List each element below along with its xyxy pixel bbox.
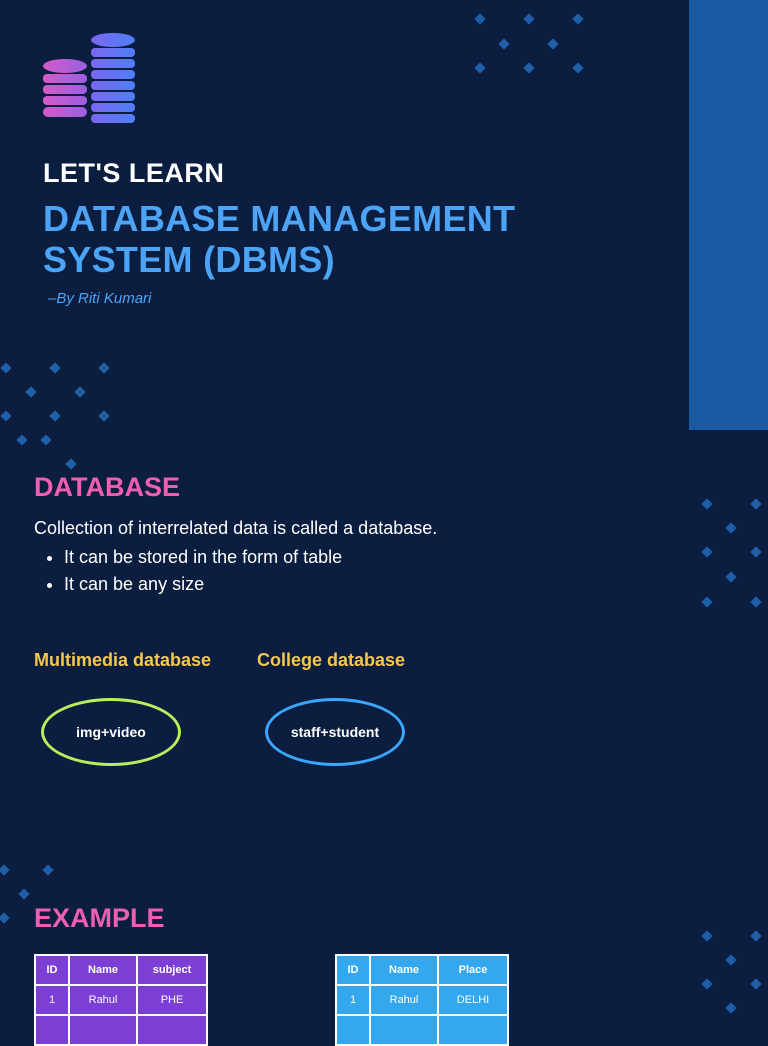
- table-row: [335, 1014, 509, 1046]
- table-header-cell: Name: [68, 954, 138, 986]
- table-cell: PHE: [136, 984, 208, 1016]
- kicker-title: LET'S LEARN: [43, 158, 225, 188]
- bullet-item: It can be any size: [64, 571, 342, 598]
- table-cell: 1: [335, 984, 371, 1016]
- example-table-subjects: ID Name subject 1 Rahul PHE: [34, 954, 208, 1046]
- table-cell: [68, 1014, 138, 1046]
- table-header-cell: ID: [34, 954, 70, 986]
- table-row: [34, 1014, 208, 1046]
- table-header-cell: Name: [369, 954, 439, 986]
- author-credit: –By Riti Kumari: [48, 290, 152, 307]
- multimedia-content-text: img+video: [76, 724, 146, 740]
- database-stack-icon: [40, 30, 140, 125]
- database-heading: DATABASE: [34, 472, 180, 502]
- table-cell: Rahul: [68, 984, 138, 1016]
- table-row: 1 Rahul PHE: [34, 984, 208, 1016]
- table-cell: 1: [34, 984, 70, 1016]
- multimedia-content-ellipse: img+video: [41, 698, 181, 766]
- table-header-cell: subject: [136, 954, 208, 986]
- table-header-cell: ID: [335, 954, 371, 986]
- database-definition: Collection of interrelated data is calle…: [34, 518, 438, 538]
- table-cell: DELHI: [437, 984, 509, 1016]
- table-cell: [136, 1014, 208, 1046]
- table-cell: Rahul: [369, 984, 439, 1016]
- bullet-item: It can be stored in the form of table: [64, 544, 342, 571]
- table-cell: [437, 1014, 509, 1046]
- page-title: DATABASE MANAGEMENT SYSTEM (DBMS): [43, 198, 516, 280]
- table-header-cell: Place: [437, 954, 509, 986]
- college-content-ellipse: staff+student: [265, 698, 405, 766]
- table-cell: [34, 1014, 70, 1046]
- decorative-side-block: [689, 0, 768, 430]
- database-bullet-list: It can be stored in the form of table It…: [34, 544, 342, 598]
- college-database-label: College database: [257, 650, 406, 670]
- table-cell: [335, 1014, 371, 1046]
- table-header-row: ID Name subject: [34, 954, 208, 986]
- table-row: 1 Rahul DELHI: [335, 984, 509, 1016]
- example-table-places: ID Name Place 1 Rahul DELHI: [335, 954, 509, 1046]
- table-cell: [369, 1014, 439, 1046]
- table-header-row: ID Name Place: [335, 954, 509, 986]
- example-heading: EXAMPLE: [34, 903, 165, 933]
- multimedia-database-label: Multimedia database: [34, 650, 212, 670]
- college-content-text: staff+student: [290, 724, 380, 740]
